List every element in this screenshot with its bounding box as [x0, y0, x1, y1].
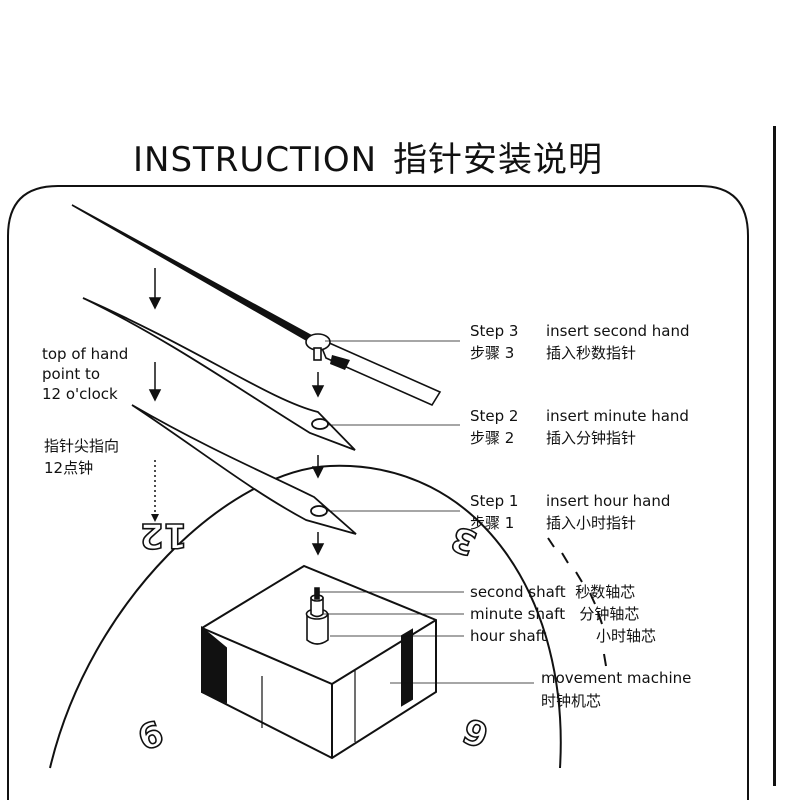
movement-machine-label-english: movement machine: [541, 669, 692, 687]
page-title: INSTRUCTION 指针安装说明: [133, 132, 619, 181]
title-chinese: 指针安装说明: [393, 140, 604, 180]
left-note-english-line-1: top of hand: [42, 345, 129, 363]
leader-lines: [319, 340, 534, 684]
hour-hand: [131, 404, 357, 535]
second-hand: [71, 204, 442, 407]
title-english: INSTRUCTION: [133, 140, 378, 180]
right-edge-bar: [773, 126, 776, 786]
down-arrows: [148, 268, 325, 556]
left-note-chinese-line-2: 12点钟: [44, 459, 94, 477]
clock-dial-outline: [49, 464, 562, 769]
clock-shafts: [305, 587, 329, 645]
dial-ticks: [547, 537, 607, 667]
left-note-english-line-2: point to: [42, 365, 101, 383]
left-note-chinese-line-1: 指针尖指向: [44, 437, 120, 455]
dial-number-12: 12: [139, 514, 188, 556]
instruction-frame: [7, 185, 749, 800]
movement-machine-label-chinese: 时钟机芯: [541, 692, 602, 710]
minute-hand: [82, 297, 356, 451]
second-shaft-label: second shaft 秒数轴芯: [470, 583, 636, 601]
minute-shaft-label: minute shaft 分钟轴芯: [470, 605, 640, 623]
left-note-english-line-3: 12 o'clock: [42, 385, 118, 403]
